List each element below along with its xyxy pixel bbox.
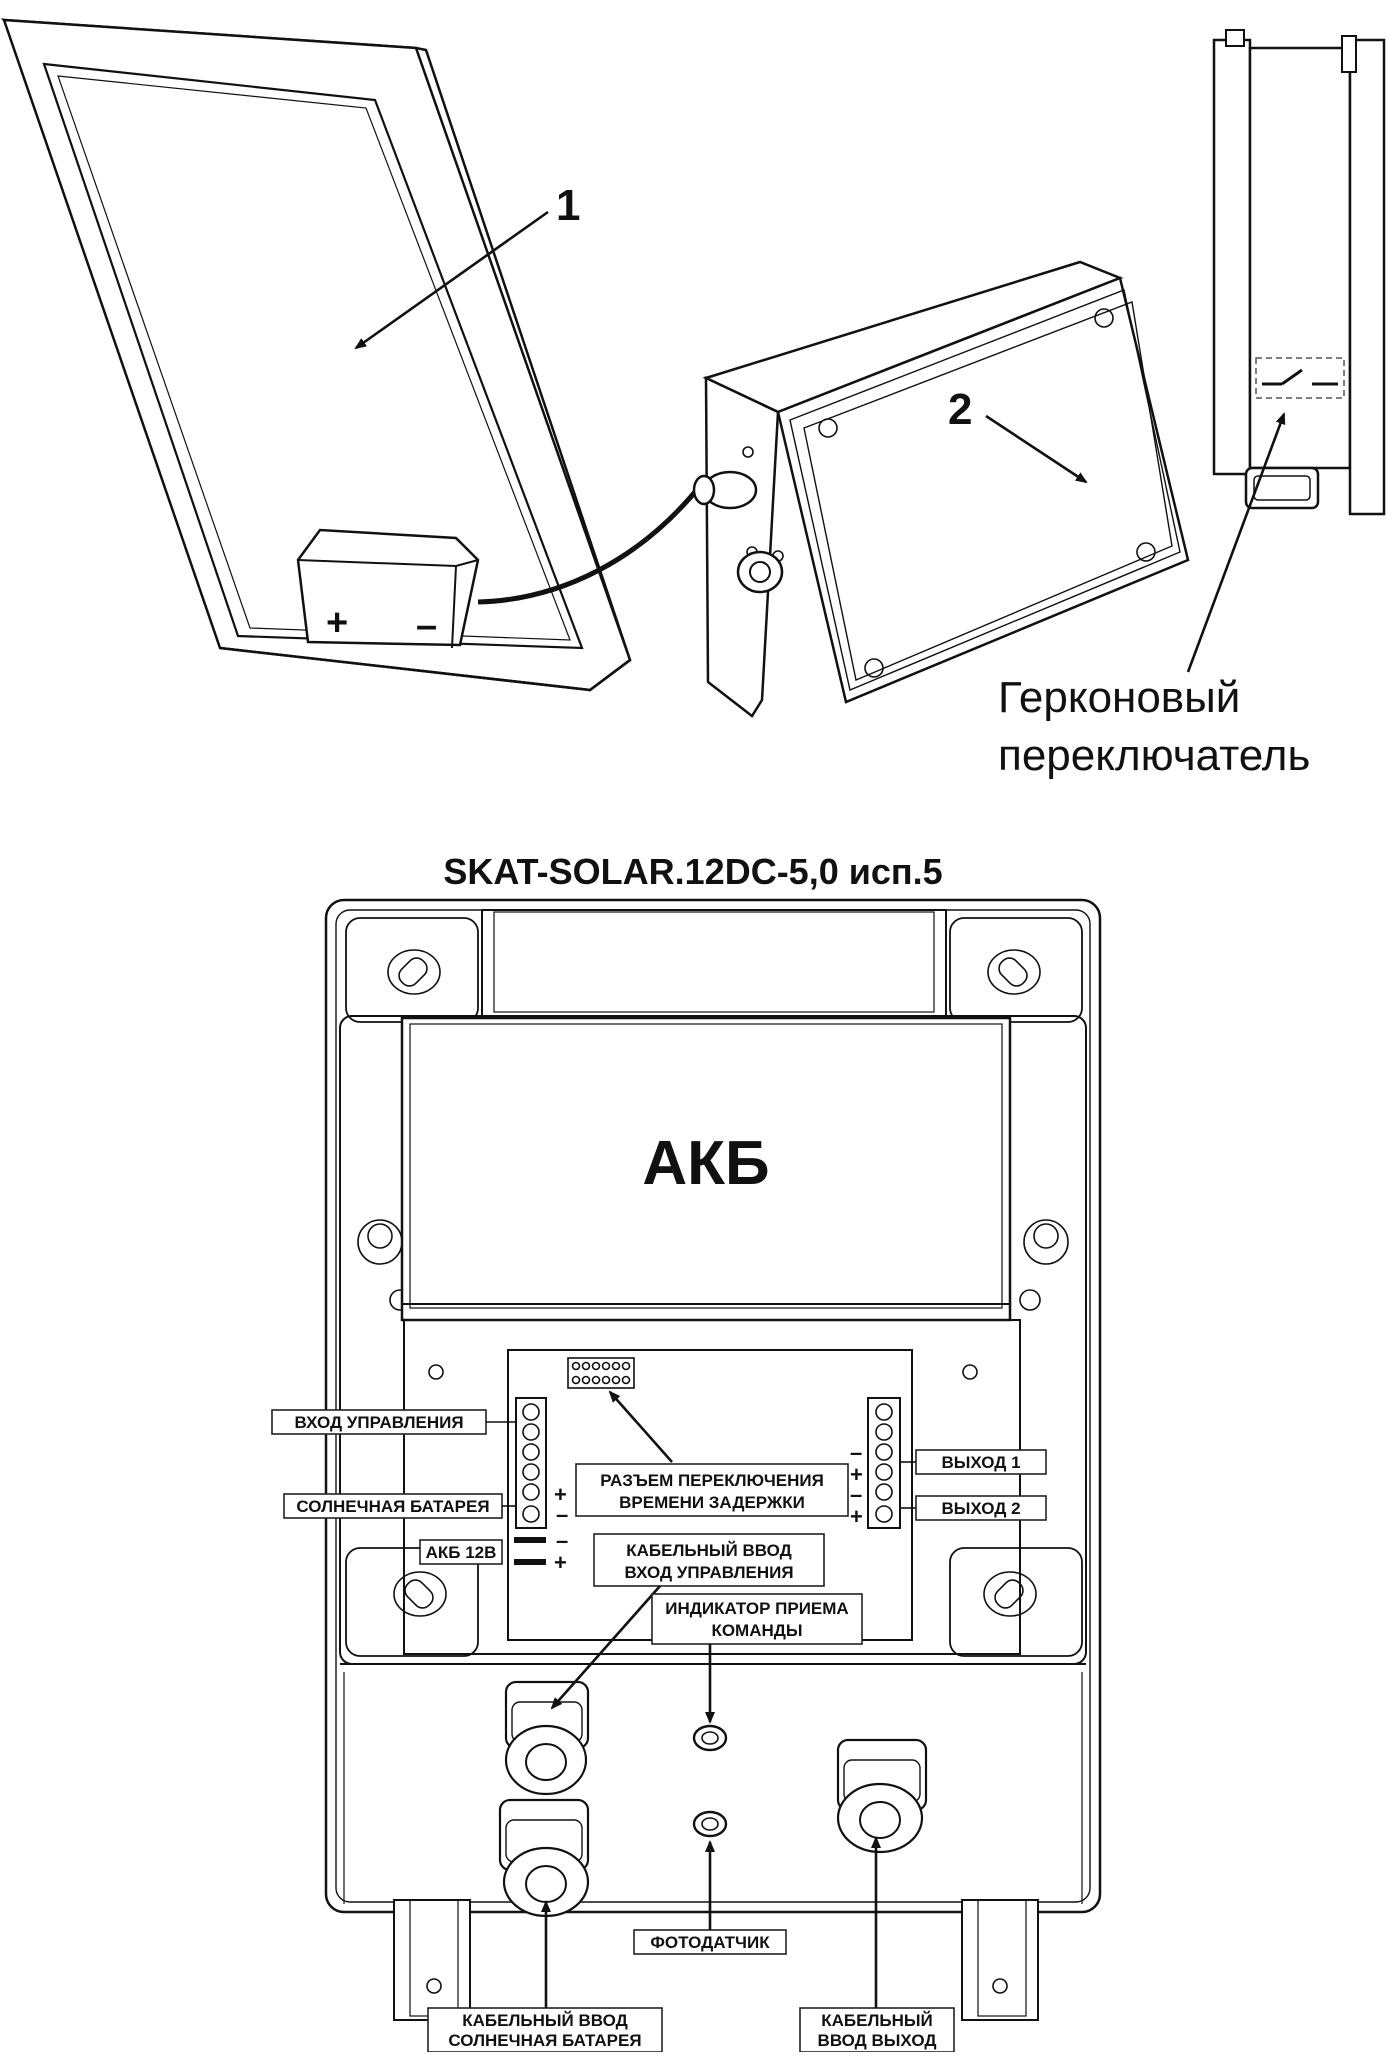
sign-out2-plus: + bbox=[850, 1504, 863, 1529]
label-cable-out-line1: КАБЕЛЬНЫЙ bbox=[821, 2011, 933, 2030]
callout-2: 2 bbox=[948, 385, 972, 434]
sign-solar-plus: + bbox=[554, 1482, 567, 1507]
label-indicator-line1: ИНДИКАТОР ПРИЕМА bbox=[665, 1599, 848, 1618]
right-terminal-block bbox=[867, 1397, 901, 1529]
label-akb-12v: АКБ 12В bbox=[426, 1543, 497, 1562]
label-output-1: ВЫХОД 1 bbox=[941, 1453, 1020, 1472]
callout-1-arrow bbox=[354, 210, 549, 350]
label-photosensor: ФОТОДАТЧИК bbox=[650, 1933, 770, 1952]
label-solar-battery: СОЛНЕЧНАЯ БАТАРЕЯ bbox=[296, 1497, 489, 1516]
mounting-plate bbox=[403, 1319, 1021, 1655]
panel-plus-sign: + bbox=[326, 602, 348, 644]
label-control-input: ВХОД УПРАВЛЕНИЯ bbox=[294, 1413, 463, 1432]
diagram-title: SKAT-SOLAR.12DC-5,0 исп.5 bbox=[443, 851, 942, 892]
controller-side-view bbox=[1212, 29, 1386, 516]
sign-out2-minus: – bbox=[850, 1482, 862, 1507]
cable-gland-solar bbox=[498, 1798, 590, 1918]
indicator-led bbox=[692, 1724, 728, 1752]
delay-arrow bbox=[608, 1390, 673, 1463]
callout-2-arrow bbox=[985, 414, 1088, 484]
label-delay-line1: РАЗЪЕМ ПЕРЕКЛЮЧЕНИЯ bbox=[600, 1471, 824, 1490]
cable-ctrl-arrow bbox=[550, 1585, 661, 1710]
label-delay-line2: ВРЕМЕНИ ЗАДЕРЖКИ bbox=[619, 1493, 805, 1512]
reed-label-line2: переключатель bbox=[998, 731, 1310, 780]
label-cable-solar-line2: СОЛНЕЧНАЯ БАТАРЕЯ bbox=[448, 2031, 641, 2050]
photosensor bbox=[692, 1810, 728, 1838]
cable-gland-output bbox=[836, 1738, 928, 1854]
reed-label-line1: Герконовый bbox=[998, 673, 1240, 722]
left-terminal-block bbox=[515, 1397, 547, 1529]
sign-out1-minus: – bbox=[850, 1440, 862, 1465]
solar-panel bbox=[0, 18, 632, 692]
reed-switch-area bbox=[1255, 357, 1345, 399]
label-cable-ctrl-line1: КАБЕЛЬНЫЙ ВВОД bbox=[626, 1541, 791, 1560]
label-cable-ctrl-line2: ВХОД УПРАВЛЕНИЯ bbox=[624, 1563, 793, 1582]
label-indicator-line2: КОМАНДЫ bbox=[711, 1621, 802, 1640]
panel-cable bbox=[477, 484, 702, 605]
reed-switch-icon bbox=[1262, 368, 1338, 386]
junction-box: + – bbox=[296, 528, 480, 649]
label-output-2: ВЫХОД 2 bbox=[941, 1499, 1020, 1518]
reed-switch-arrow bbox=[1186, 412, 1286, 673]
label-cable-out-line2: ВВОД ВЫХОД bbox=[818, 2031, 937, 2050]
panel-minus-sign: – bbox=[416, 605, 437, 647]
bottom-section bbox=[340, 1663, 1086, 2021]
battery-label: АКБ bbox=[642, 1129, 769, 1198]
delay-jumper-connector bbox=[567, 1357, 635, 1389]
sign-akb-minus: – bbox=[556, 1528, 568, 1553]
label-cable-solar-line1: КАБЕЛЬНЫЙ ВВОД bbox=[462, 2011, 627, 2030]
sign-akb-plus: + bbox=[554, 1550, 567, 1575]
cable-gland-control bbox=[504, 1680, 590, 1796]
sign-solar-minus: – bbox=[556, 1502, 568, 1527]
callout-1: 1 bbox=[556, 181, 580, 230]
battery: АКБ bbox=[400, 1016, 1012, 1322]
akb-leads bbox=[514, 1537, 546, 1565]
controller-box bbox=[692, 260, 1190, 718]
sign-out1-plus: + bbox=[850, 1462, 863, 1487]
